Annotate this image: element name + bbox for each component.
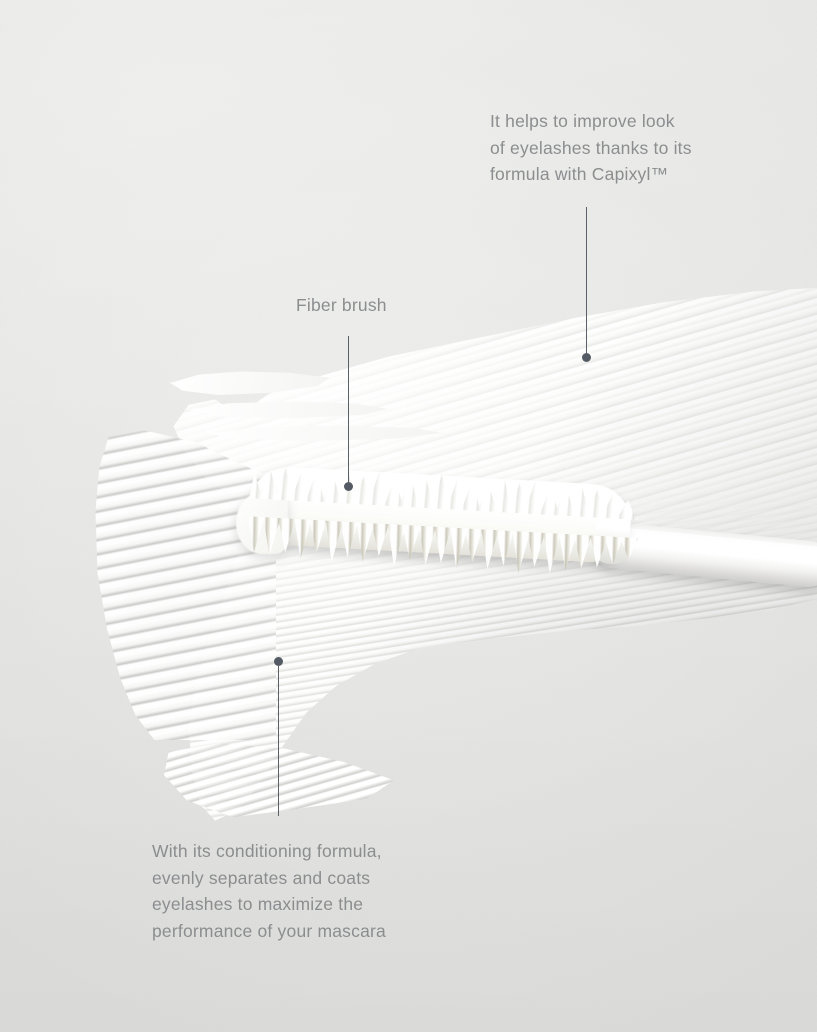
callout-text-capixyl: It helps to improve look of eyelashes th… xyxy=(490,111,692,184)
cream-flick xyxy=(206,425,442,441)
callout-dot-fiber-brush xyxy=(344,482,353,491)
cream-flick xyxy=(188,401,388,419)
callout-dot-conditioning xyxy=(274,657,283,666)
callout-leader-line-fiber-brush xyxy=(348,336,350,483)
cream-flick xyxy=(170,371,330,395)
callout-leader-line-conditioning xyxy=(278,666,280,816)
cream-left-ridges xyxy=(95,430,276,740)
callout-leader-line-capixyl xyxy=(586,207,588,355)
callout-text-conditioning-formula: With its conditioning formula, evenly se… xyxy=(152,841,386,941)
callout-dot-capixyl xyxy=(582,353,591,362)
fiber-brush-bristles xyxy=(246,454,642,586)
callout-text-fiber-brush: Fiber brush xyxy=(296,295,387,315)
